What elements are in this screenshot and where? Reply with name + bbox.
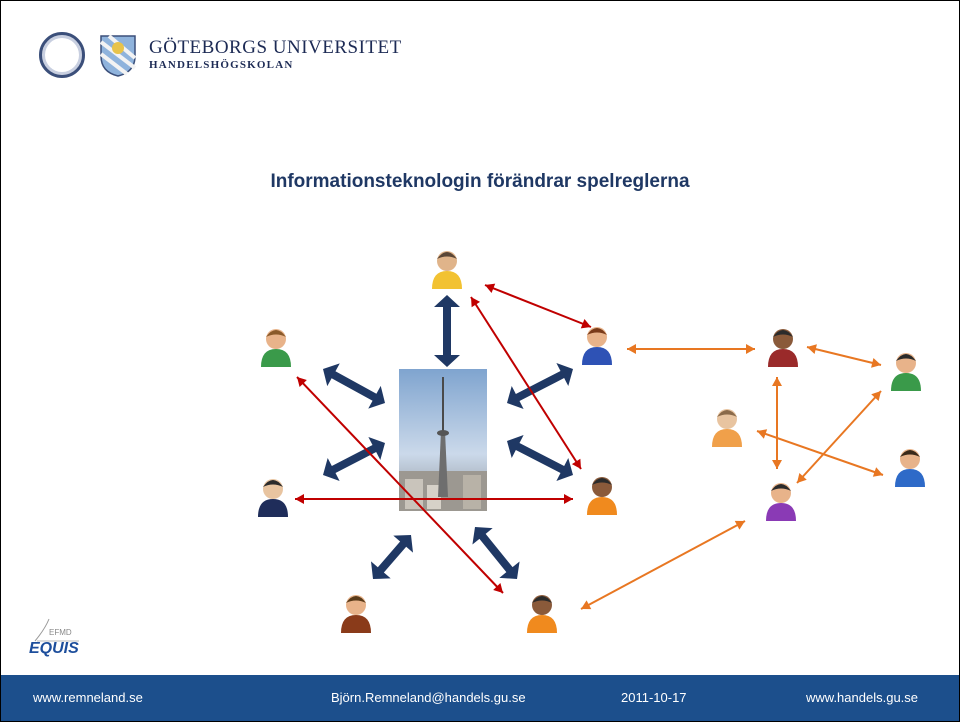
hub-arrows: [323, 295, 573, 579]
hub-arrow-3: [507, 362, 573, 410]
city-tower-photo: [399, 369, 487, 511]
connection-arrow-4: [295, 494, 573, 504]
person-icon: [587, 477, 617, 515]
connection-arrow-3: [296, 376, 504, 594]
connection-arrow-1: [484, 283, 592, 329]
connection-arrow-5: [627, 344, 755, 354]
connection-arrows: [295, 283, 884, 610]
footer-university-website[interactable]: www.handels.gu.se: [806, 690, 919, 705]
university-name: GÖTEBORGS UNIVERSITET: [149, 37, 402, 58]
university-seal-icon: [39, 32, 85, 78]
person-icon: [891, 353, 921, 391]
network-diagram: [258, 251, 925, 633]
person-icon: [341, 595, 371, 633]
person-icon: [582, 327, 612, 365]
footer-email[interactable]: Björn.Remneland@handels.gu.se: [331, 690, 526, 705]
hub-arrow-4: [323, 436, 385, 482]
person-icon: [258, 479, 288, 517]
connection-arrow-8: [756, 429, 884, 477]
hub-arrow-7: [472, 527, 520, 579]
slide-title: Informationsteknologin förändrar spelreg…: [270, 171, 690, 192]
person-icon: [768, 329, 798, 367]
people: [258, 251, 925, 633]
crest-icon: [99, 34, 137, 77]
person-icon: [527, 595, 557, 633]
hub-arrow-1: [434, 295, 460, 367]
hub-arrow-6: [371, 535, 413, 579]
footer-website[interactable]: www.remneland.se: [33, 690, 143, 705]
school-name: HANDELSHÖGSKOLAN: [149, 59, 294, 71]
person-icon: [712, 409, 742, 447]
person-icon: [766, 483, 796, 521]
connection-arrow-6: [806, 344, 882, 368]
connection-arrow-10: [580, 520, 746, 610]
person-icon: [895, 449, 925, 487]
university-logo: GÖTEBORGS UNIVERSITET HANDELSHÖGSKOLAN: [39, 31, 402, 79]
footer-date: 2011-10-17: [621, 690, 687, 705]
hub-arrow-2: [323, 363, 385, 409]
connection-arrow-7: [772, 377, 782, 469]
person-icon: [432, 251, 462, 289]
equis-logo: EQUIS: [29, 640, 79, 657]
footer-bar: www.remneland.se Björn.Remneland@handels…: [1, 675, 959, 721]
connection-arrow-2: [470, 296, 582, 470]
connection-arrow-9: [796, 390, 882, 484]
hub-arrow-5: [507, 434, 573, 482]
equis-swoosh-icon: [34, 618, 79, 642]
efmd-label: EFMD: [49, 628, 72, 637]
person-icon: [261, 329, 291, 367]
